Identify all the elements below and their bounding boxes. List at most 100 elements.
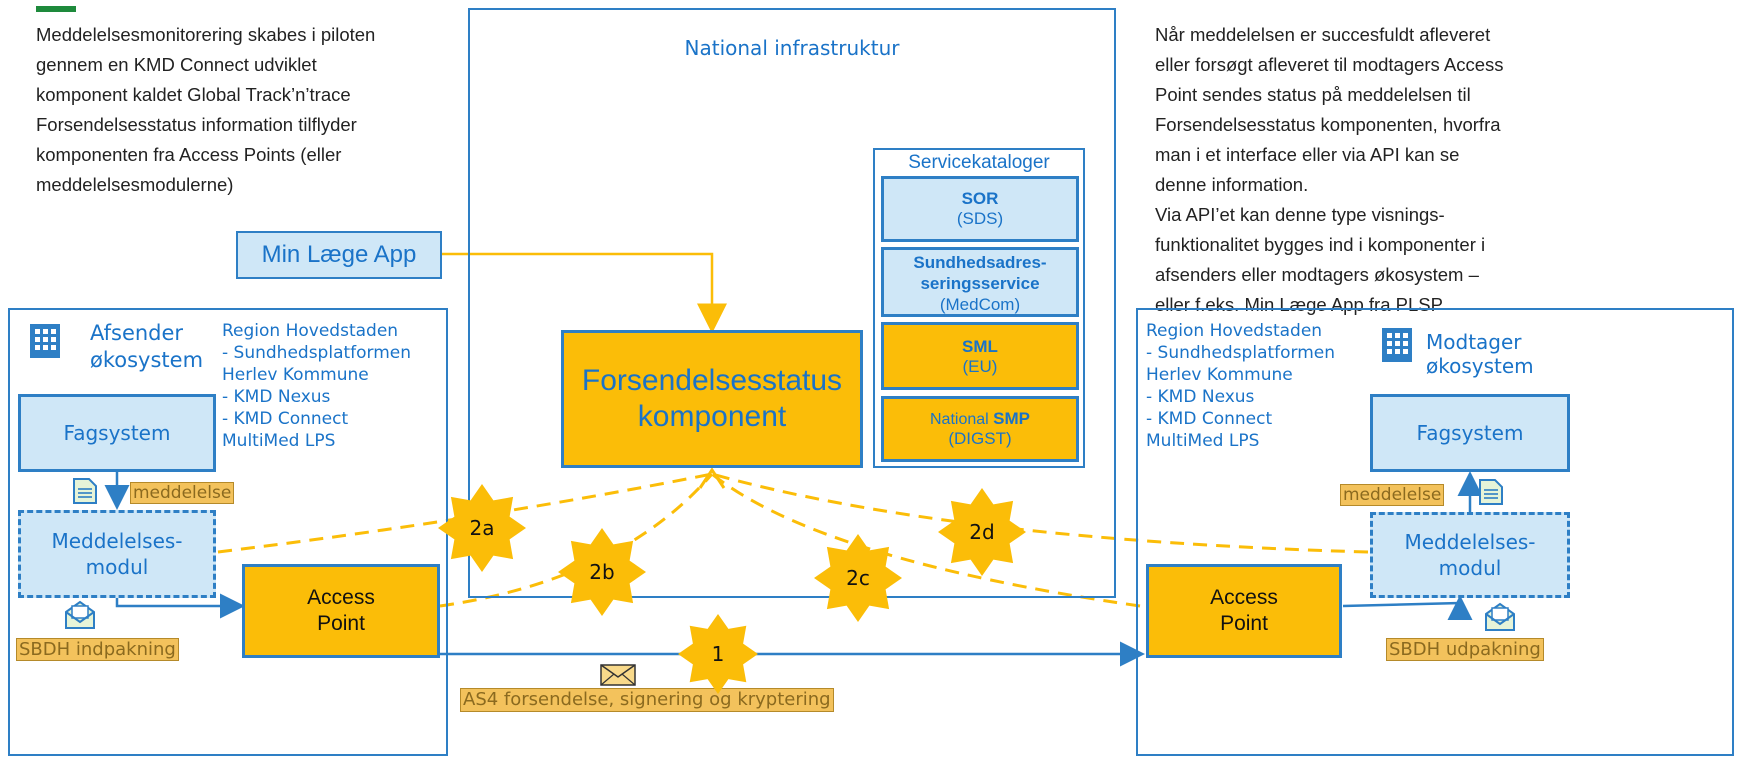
sender-modul-line2: modul xyxy=(85,555,149,579)
step-label-s2b: 2b xyxy=(589,560,614,584)
right-note-line: denne information. xyxy=(1155,174,1309,195)
sender-ap-line2: Point xyxy=(317,612,365,635)
step-label-s2c: 2c xyxy=(846,566,870,590)
sender-fagsystem-label: Fagsystem xyxy=(63,421,171,445)
sender-sbdh-tag: SBDH indpakning xyxy=(16,638,179,661)
receiver-orgs: Region Hovedstaden - Sundhedsplatformen … xyxy=(1146,320,1335,452)
step-starburst-s2d xyxy=(938,488,1026,576)
envelope-icon xyxy=(600,664,636,690)
envelope-open-icon xyxy=(1484,602,1516,636)
right-note-line: Point sendes status på meddelelsen til xyxy=(1155,84,1471,105)
sender-org-line: - KMD Connect xyxy=(222,409,349,429)
left-note-line: meddelelsesmodulerne) xyxy=(36,174,234,195)
left-note-line: komponent kaldet Global Track’n’trace xyxy=(36,84,351,105)
receiver-org-line: Herlev Kommune xyxy=(1146,365,1293,385)
sundhed-line1: Sundhedsadres- xyxy=(913,253,1047,272)
sender-meddelelse-tag: meddelelse xyxy=(130,482,235,504)
step-label-s1: 1 xyxy=(712,642,725,666)
receiver-ecosystem-frame xyxy=(1136,308,1734,756)
right-note-line: eller forsøgt afleveret til modtagers Ac… xyxy=(1155,54,1504,75)
receiver-ap-to-modul xyxy=(1342,595,1473,620)
receiver-title: Modtager økosystem xyxy=(1426,330,1534,378)
receiver-modul-line1: Meddelelses- xyxy=(1404,530,1536,554)
receiver-modul-line2: modul xyxy=(1438,556,1502,580)
sender-org-line: Herlev Kommune xyxy=(222,365,369,385)
step-starburst-s2c xyxy=(814,534,902,622)
right-note-line: afsenders eller modtagers økosystem – xyxy=(1155,264,1479,285)
document-icon xyxy=(72,477,98,509)
status-arrowhead xyxy=(698,467,726,489)
step-label-s2a: 2a xyxy=(470,516,495,540)
forsendelsesstatus-komponent[interactable]: Forsendelsesstatus komponent xyxy=(561,330,863,468)
receiver-org-line: MultiMed LPS xyxy=(1146,431,1260,451)
receiver-org-line: - KMD Connect xyxy=(1146,409,1273,429)
step-starburst-s2a xyxy=(438,484,526,572)
receiver-fagsystem-box[interactable]: Fagsystem xyxy=(1370,394,1570,472)
receiver-org-line: - KMD Nexus xyxy=(1146,387,1255,407)
receiver-org-line: Region Hovedstaden xyxy=(1146,321,1323,341)
receiver-meddelelsesmodul-box[interactable]: Meddelelses- modul xyxy=(1370,512,1570,598)
sml-sub: (EU) xyxy=(962,357,998,376)
left-note-line: Meddelelsesmonitorering skabes i piloten xyxy=(36,24,376,45)
min-laege-app-box[interactable]: Min Læge App xyxy=(236,231,442,279)
forsendelse-line2: komponent xyxy=(637,400,787,433)
smp-prefix: National xyxy=(930,411,994,428)
sundhedsadresseringsservice-box[interactable]: Sundhedsadres- seringsservice (MedCom) xyxy=(881,247,1079,317)
smp-box[interactable]: National SMP (DIGST) xyxy=(881,396,1079,462)
left-note-line: gennem en KMD Connect udviklet xyxy=(36,54,317,75)
servicekataloger-panel: Servicekataloger SOR (SDS) Sundhedsadres… xyxy=(873,148,1085,468)
sender-title-1: Afsender xyxy=(90,321,184,345)
as4-label: AS4 forsendelse, signering og kryptering xyxy=(460,688,834,712)
green-accent-bar xyxy=(36,6,76,12)
forsendelse-line1: Forsendelsesstatus xyxy=(581,364,843,397)
right-note-line: Via API’et kan denne type visnings- xyxy=(1155,204,1445,225)
sor-sub: (SDS) xyxy=(956,209,1004,228)
left-note-line: komponenten fra Access Points (eller xyxy=(36,144,342,165)
receiver-sbdh-tag: SBDH udpakning xyxy=(1386,638,1544,661)
step-label-s2d: 2d xyxy=(969,520,994,544)
sender-title-2: økosystem xyxy=(90,348,204,372)
right-note-line: funktionalitet bygges ind i komponenter … xyxy=(1155,234,1486,255)
servicekataloger-title: Servicekataloger xyxy=(908,152,1050,173)
min-laege-app-label: Min Læge App xyxy=(261,241,417,268)
step-starburst-s1 xyxy=(678,614,758,694)
sender-orgs: Region Hovedstaden - Sundhedsplatformen … xyxy=(222,320,411,452)
sender-title: Afsender økosystem xyxy=(90,320,203,374)
building-icon xyxy=(1380,326,1414,368)
receiver-title-1: Modtager xyxy=(1426,330,1522,354)
receiver-ap-line1: Access xyxy=(1210,586,1278,609)
sender-access-point[interactable]: Access Point xyxy=(242,564,440,658)
sor-name: SOR xyxy=(961,189,999,208)
step-starburst-s2b xyxy=(558,528,646,616)
national-infrastructure-frame: National infrastruktur xyxy=(468,8,1116,598)
sml-name: SML xyxy=(962,337,998,356)
sender-org-line: MultiMed LPS xyxy=(222,431,336,451)
sender-org-line: Region Hovedstaden xyxy=(222,321,399,341)
left-note-line: Forsendelsesstatus information tilflyder xyxy=(36,114,357,135)
right-note: Når meddelelsen er succesfuldt afleveret… xyxy=(1155,20,1735,320)
receiver-org-line: - Sundhedsplatformen xyxy=(1146,343,1336,363)
sor-box[interactable]: SOR (SDS) xyxy=(881,176,1079,242)
building-icon xyxy=(28,322,62,364)
envelope-open-icon xyxy=(64,600,96,634)
sender-fagsystem-box[interactable]: Fagsystem xyxy=(18,394,216,472)
sender-org-line: - Sundhedsplatformen xyxy=(222,343,412,363)
sender-ap-line1: Access xyxy=(307,586,375,609)
receiver-ap-line2: Point xyxy=(1220,612,1268,635)
smp-name: SMP xyxy=(993,409,1030,428)
left-note: Meddelelsesmonitorering skabes i piloten… xyxy=(36,20,456,200)
document-icon xyxy=(1478,478,1504,510)
sender-modul-to-ap xyxy=(115,593,245,619)
receiver-meddelelse-tag: meddelelse xyxy=(1340,484,1445,506)
sundhed-line2: seringsservice xyxy=(920,274,1040,293)
receiver-title-2: økosystem xyxy=(1426,354,1534,378)
app-to-status-line xyxy=(440,252,727,334)
right-note-line: man i et interface eller via API kan se xyxy=(1155,144,1460,165)
sender-meddelelsesmodul-box[interactable]: Meddelelses- modul xyxy=(18,510,216,598)
smp-sub: (DIGST) xyxy=(948,429,1012,448)
receiver-fagsystem-label: Fagsystem xyxy=(1416,421,1524,445)
right-note-line: Forsendelsesstatus komponenten, hvorfra xyxy=(1155,114,1501,135)
receiver-access-point[interactable]: Access Point xyxy=(1146,564,1342,658)
sml-box[interactable]: SML (EU) xyxy=(881,322,1079,390)
